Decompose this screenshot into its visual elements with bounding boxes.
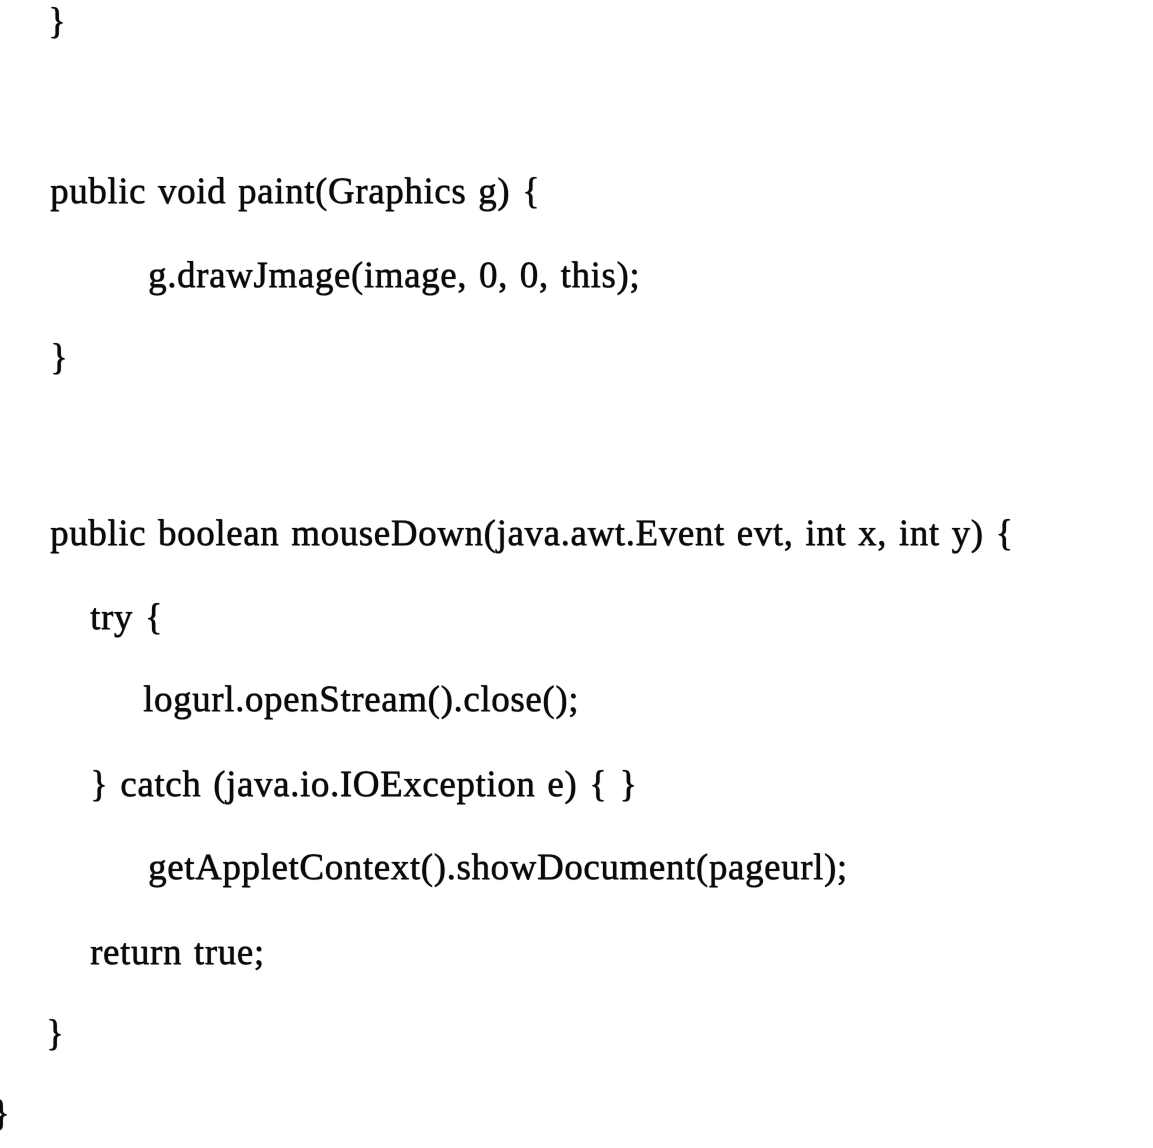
code-line: try { xyxy=(90,597,164,638)
code-line: } xyxy=(46,1013,65,1054)
code-line: logurl.openStream().close(); xyxy=(143,679,579,720)
code-line: public boolean mouseDown(java.awt.Event … xyxy=(50,513,1014,554)
code-line: public void paint(Graphics g) { xyxy=(50,171,541,212)
code-line: } xyxy=(50,337,69,378)
code-line: } xyxy=(48,1,67,42)
code-line: g.drawJmage(image, 0, 0, this); xyxy=(148,255,641,296)
code-line: return true; xyxy=(90,932,265,973)
code-line: } xyxy=(0,1092,10,1136)
code-line: } catch (java.io.IOException e) { } xyxy=(90,764,638,805)
code-line: getAppletContext().showDocument(pageurl)… xyxy=(148,847,848,888)
